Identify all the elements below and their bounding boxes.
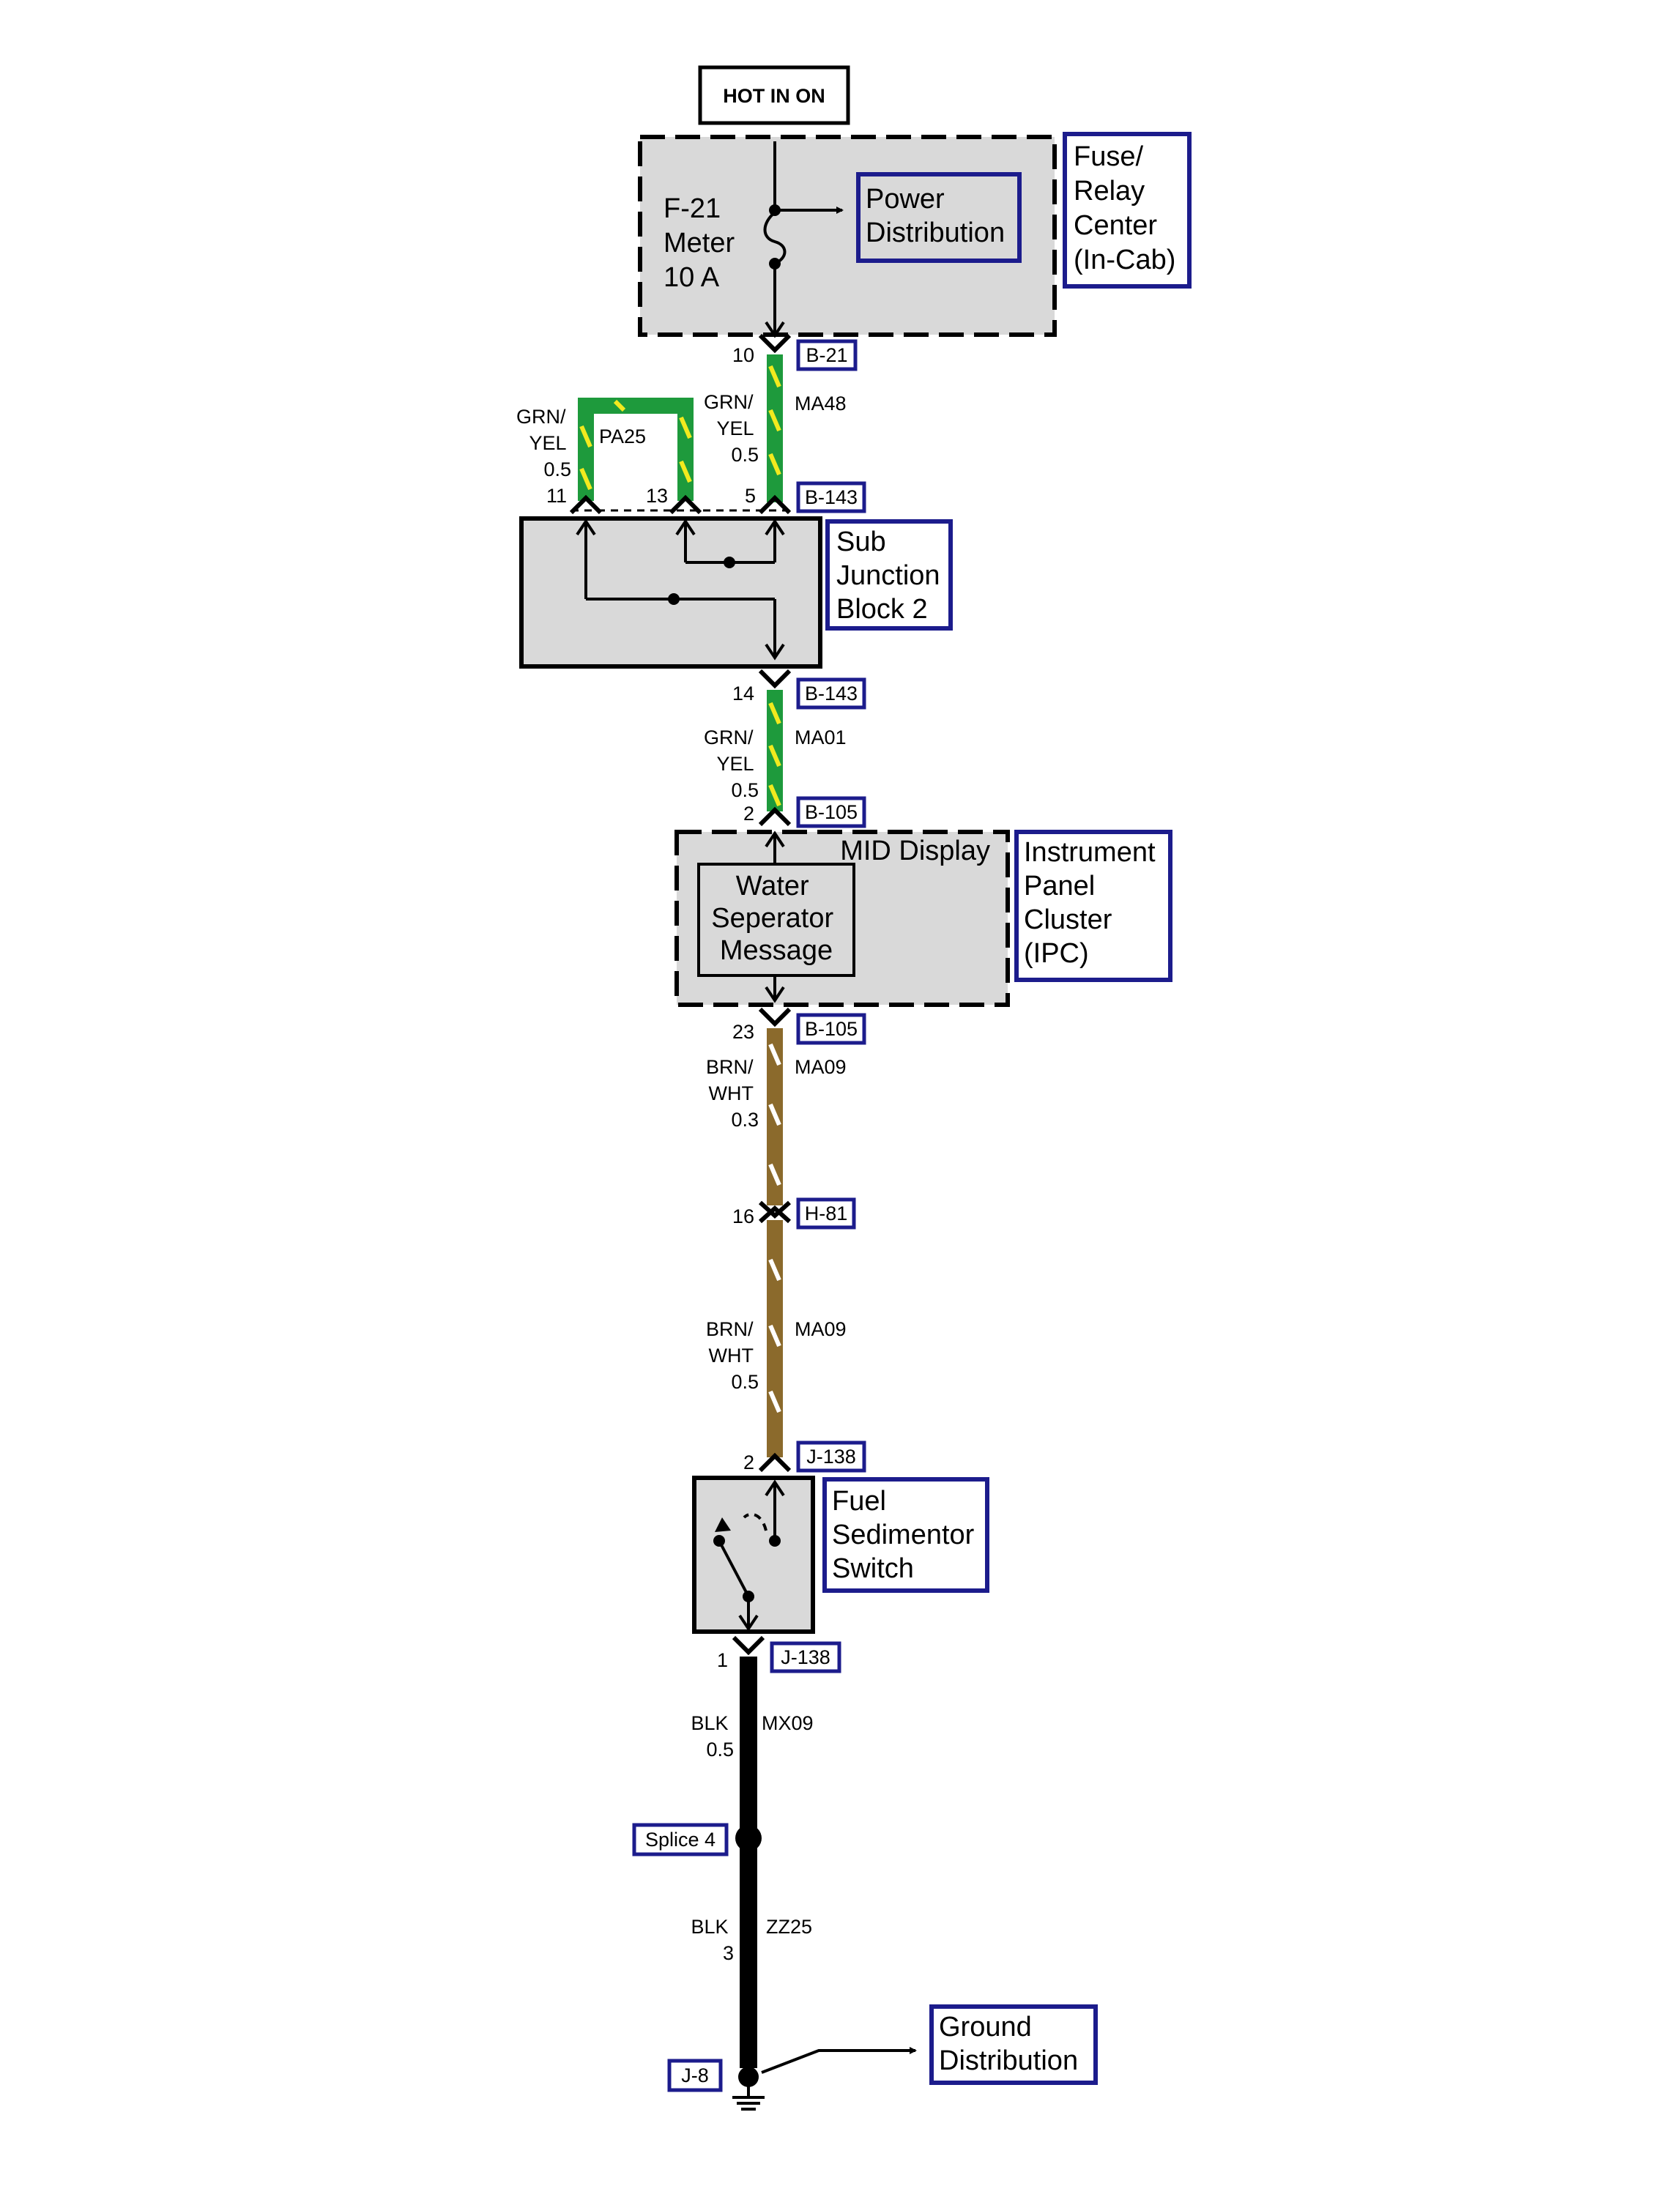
fuel-sedimentor-switch-name[interactable]: Fuel Sedimentor Switch xyxy=(822,1477,989,1593)
connector-b143-pin-11: 11 xyxy=(546,485,567,507)
wire-ma01-circuit: MA01 xyxy=(795,726,847,748)
connector-h81-tag[interactable]: H-81 xyxy=(796,1197,856,1230)
wire-ma09-upper-color: BRN/ WHT 0.3 xyxy=(706,1056,759,1131)
sub-junction-block xyxy=(519,516,822,669)
svg-text:Water Seperator: Water Seperator Message xyxy=(711,871,841,966)
ground-distribution-box[interactable]: Ground Distribution xyxy=(929,2004,1098,2085)
wire-ma09-lower xyxy=(767,1220,783,1457)
fuse-label: F-21 Meter 10 A xyxy=(664,193,743,293)
connector-b143-pin-14: 14 xyxy=(732,683,754,705)
connector-b143-top-tag[interactable]: B-143 xyxy=(796,481,866,513)
power-distribution-box[interactable] xyxy=(856,172,1022,263)
wire-ma48 xyxy=(767,354,783,502)
connector-b143-bottom-tag[interactable]: B-143 xyxy=(796,677,866,710)
fuse-relay-center: F-21 Meter 10 A Power Distribution xyxy=(638,135,1057,338)
ground-distribution-arrow xyxy=(761,2047,917,2074)
connector-b21-tag[interactable]: B-21 xyxy=(796,339,858,371)
sub-junction-block-name[interactable]: Sub Junction Block 2 xyxy=(825,519,953,631)
svg-text:Fuel Sedimentor Sw: Fuel Sedimentor Switch xyxy=(832,1486,982,1584)
connector-b143-top-symbol xyxy=(569,494,792,515)
power-distribution-label: Power Distribution xyxy=(866,184,1005,248)
wire-ma01 xyxy=(767,690,783,811)
connector-j138-top-symbol xyxy=(758,1452,792,1473)
fuel-sedimentor-switch xyxy=(692,1476,815,1634)
wire-zz25-circuit: ZZ25 xyxy=(766,1916,812,1938)
connector-h81-symbol xyxy=(758,1200,792,1224)
connector-h81-pin: 16 xyxy=(732,1205,754,1227)
wire-pa25 xyxy=(578,398,694,501)
switch-arrow-icon xyxy=(715,1517,731,1532)
svg-text:H-81: H-81 xyxy=(805,1202,848,1224)
hot-in-on-box: HOT IN ON xyxy=(698,65,850,125)
svg-text:J-138: J-138 xyxy=(806,1446,856,1468)
connector-b105-top-tag[interactable]: B-105 xyxy=(796,796,866,828)
svg-text:J-8: J-8 xyxy=(681,2064,709,2086)
svg-text:J-138: J-138 xyxy=(781,1646,830,1668)
fuse-relay-center-name[interactable]: Fuse/ Relay Center (In-Cab) xyxy=(1063,132,1192,289)
wire-ma48-circuit: MA48 xyxy=(795,393,847,415)
svg-text:B-143: B-143 xyxy=(805,683,858,705)
connector-b105-top-symbol xyxy=(758,806,792,827)
instrument-panel-cluster: MID Display Water Seperator Message xyxy=(674,830,1010,1007)
hot-in-on-label: HOT IN ON xyxy=(723,85,825,107)
svg-text:Instrument Panel C: Instrument Panel Cluster (IPC) xyxy=(1024,837,1163,969)
connector-b105-pin-2: 2 xyxy=(743,803,754,825)
splice-4-tag[interactable]: Splice 4 xyxy=(632,1823,729,1856)
water-separator-message: Water Seperator Message xyxy=(697,863,855,977)
wire-zz25-color: BLK 3 xyxy=(691,1916,734,1964)
svg-text:Sub Junction Block: Sub Junction Block 2 xyxy=(836,527,948,625)
wire-ma09-upper-circuit: MA09 xyxy=(795,1056,847,1078)
connector-j138-pin-1: 1 xyxy=(717,1649,728,1671)
wire-ma09-lower-color: BRN/ WHT 0.5 xyxy=(706,1318,759,1393)
connector-j138-bottom-symbol xyxy=(732,1635,765,1656)
connector-b105-bottom-tag[interactable]: B-105 xyxy=(796,1013,866,1045)
fuse-icon xyxy=(763,211,787,265)
connector-b143-pin-13: 13 xyxy=(646,485,668,507)
connector-j138-pin-2: 2 xyxy=(743,1451,754,1473)
wire-mx09-color: BLK 0.5 xyxy=(691,1712,734,1761)
wire-ma48-color: GRN/ YEL 0.5 xyxy=(704,391,759,466)
wire-mx09-circuit: MX09 xyxy=(762,1712,814,1734)
wire-ma01-color: GRN/ YEL 0.5 xyxy=(704,726,759,801)
connector-b105-pin-23: 23 xyxy=(732,1021,754,1043)
instrument-panel-cluster-name[interactable]: Instrument Panel Cluster (IPC) xyxy=(1014,830,1172,982)
wire-pa25-circuit: PA25 xyxy=(599,425,646,447)
svg-text:B-105: B-105 xyxy=(805,1018,858,1040)
wire-ma09-lower-circuit: MA09 xyxy=(795,1318,847,1340)
connector-b143-pin-5: 5 xyxy=(745,485,756,507)
svg-text:Ground Distribution: Ground Distribution xyxy=(939,2012,1078,2076)
svg-text:B-143: B-143 xyxy=(805,486,858,508)
mid-display-label: MID Display xyxy=(840,836,990,866)
connector-b21-symbol xyxy=(758,333,792,354)
ground-j8-tag[interactable]: J-8 xyxy=(667,2059,723,2092)
wire-pa25-color: GRN/ YEL 0.5 xyxy=(516,406,571,480)
svg-text:B-21: B-21 xyxy=(806,344,847,366)
connector-b105-bottom-symbol xyxy=(758,1007,792,1027)
connector-b21-pin: 10 xyxy=(732,344,754,366)
svg-text:Splice 4: Splice 4 xyxy=(645,1829,716,1851)
wire-ma09-upper xyxy=(767,1028,783,1205)
connector-j138-bottom-tag[interactable]: J-138 xyxy=(770,1641,841,1673)
ground-icon xyxy=(732,2067,765,2111)
svg-text:B-105: B-105 xyxy=(805,801,858,823)
svg-text:Fuse/ Relay Center: Fuse/ Relay Center (In-Cab) xyxy=(1074,141,1175,275)
connector-j138-top-tag[interactable]: J-138 xyxy=(796,1440,866,1473)
connector-b143-bottom-symbol xyxy=(758,669,792,689)
